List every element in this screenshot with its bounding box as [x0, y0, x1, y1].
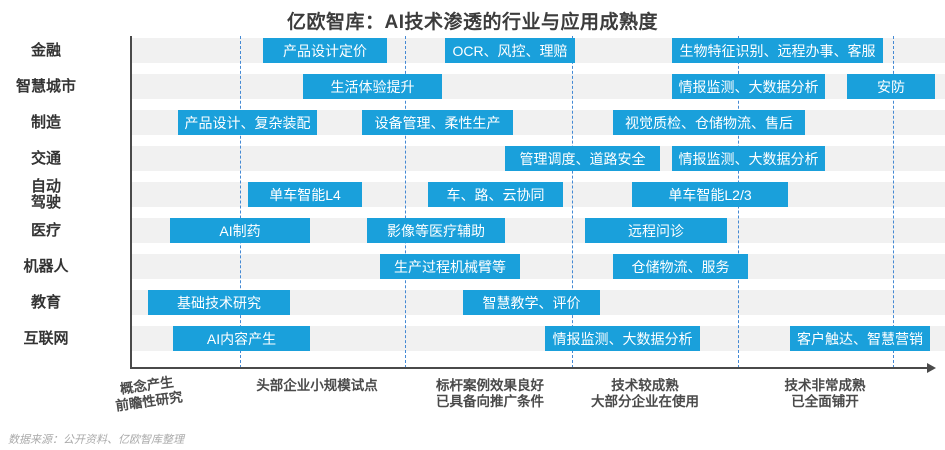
application-box: 视觉质检、仓储物流、售后 [613, 110, 805, 135]
chart-title: 亿欧智库：AI技术渗透的行业与应用成熟度 [286, 12, 658, 33]
application-box: 安防 [847, 74, 935, 99]
application-box: 基础技术研究 [148, 290, 290, 315]
application-box: 管理调度、道路安全 [505, 146, 660, 171]
application-box: 生产过程机械臂等 [380, 254, 520, 279]
application-box: 车、路、云协同 [428, 182, 563, 207]
axis-stage-label-5: 技术非常成熟 已全面铺开 [784, 378, 866, 409]
axis-stage-label-1: 概念产生 前瞻性研究 [114, 374, 184, 414]
stage-divider-line-3 [572, 36, 573, 368]
row-label-industry: 自动 驾驶 [30, 177, 61, 211]
application-box: 情报监测、大数据分析 [672, 74, 825, 99]
row-label-industry: 金融 [30, 41, 61, 59]
application-box: 情报监测、大数据分析 [545, 326, 700, 351]
stage-divider-line-2 [405, 36, 406, 368]
axis-stage-label-2: 头部企业小规模试点 [256, 378, 378, 393]
application-box: 情报监测、大数据分析 [672, 146, 825, 171]
application-box: 仓储物流、服务 [613, 254, 748, 279]
axis-stage-label-4: 技术较成熟 大部分企业在使用 [591, 378, 699, 409]
x-axis-arrow-icon [927, 363, 936, 373]
stage-divider-line-1 [240, 36, 241, 368]
y-axis-line [130, 36, 132, 369]
row-band [131, 254, 945, 279]
axis-stage-label-3: 标杆案例效果良好 已具备向推广条件 [436, 378, 544, 409]
application-box: 产品设计、复杂装配 [178, 110, 317, 135]
row-label-industry: 互联网 [23, 329, 69, 347]
application-box: 生物特征识别、远程办事、客服 [672, 38, 883, 63]
row-label-industry: 制造 [30, 113, 61, 131]
row-label-industry: 智慧城市 [15, 77, 76, 95]
application-box: 设备管理、柔性生产 [362, 110, 513, 135]
row-label-industry: 教育 [30, 293, 61, 311]
application-box: 智慧教学、评价 [463, 290, 600, 315]
stage-divider-line-5 [893, 36, 894, 368]
application-box: 产品设计定价 [263, 38, 387, 63]
application-box: 单车智能L4 [248, 182, 362, 207]
row-label-industry: 机器人 [23, 257, 69, 275]
source-note: 数据来源：公开资料、亿欧智库整理 [8, 434, 184, 446]
application-box: 影像等医疗辅助 [367, 218, 505, 243]
row-label-industry: 医疗 [30, 221, 61, 239]
application-box: 生活体验提升 [303, 74, 442, 99]
application-box: 客户触达、智慧营销 [790, 326, 930, 351]
application-box: OCR、风控、理赔 [445, 38, 575, 63]
row-label-industry: 交通 [30, 149, 61, 167]
application-box: 远程问诊 [585, 218, 727, 243]
application-box: AI制药 [170, 218, 310, 243]
application-box: 单车智能L2/3 [632, 182, 788, 207]
x-axis-line [130, 367, 929, 369]
application-box: AI内容产生 [173, 326, 310, 351]
